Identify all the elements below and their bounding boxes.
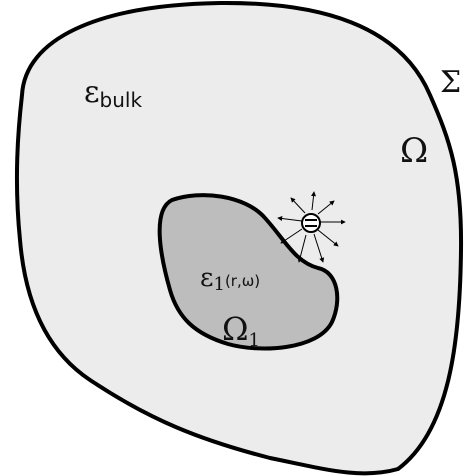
dipole-circle: [301, 213, 321, 233]
dipole-emitter-icon: [277, 191, 346, 263]
emission-ray: [313, 233, 325, 263]
emission-ray: [280, 228, 303, 244]
emission-ray: [277, 216, 303, 222]
emission-ray: [317, 200, 335, 215]
label-eps-bulk: εbulk: [84, 75, 142, 112]
label-eps1: ε1(r,ω): [200, 263, 260, 295]
inner-region-omega1: [157, 193, 340, 351]
emission-ray: [297, 234, 307, 263]
label-omega: Ω: [400, 131, 428, 171]
emission-ray: [290, 197, 306, 214]
emission-ray: [311, 191, 317, 211]
label-sigma: Σ: [440, 65, 461, 100]
label-omega1: Ω1: [222, 310, 260, 351]
emission-ray: [317, 229, 339, 247]
